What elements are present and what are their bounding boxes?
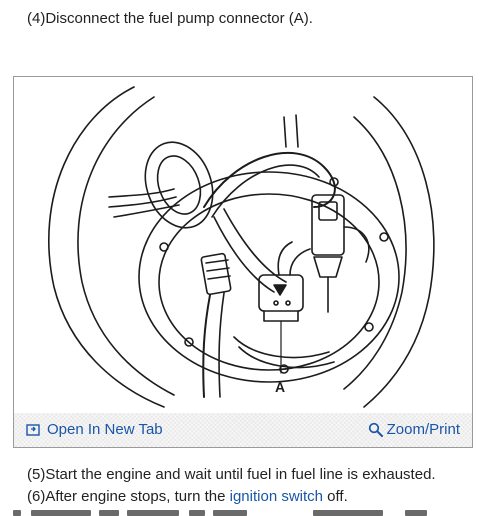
right-housing-arc [363, 96, 435, 408]
right-housing-arc-2 [343, 116, 407, 390]
cut-off-next-line [13, 510, 433, 516]
step-5-text: (5)Start the engine and wait until fuel … [27, 466, 436, 483]
fuel-pump-illustration: A [48, 86, 435, 408]
figure-container: A Open In New Tab Zoom/Print [13, 76, 473, 448]
outer-housing-arc [48, 86, 165, 408]
fuel-hose [203, 151, 336, 208]
open-in-new-tab-button[interactable]: Open In New Tab [26, 421, 163, 438]
fuel-pump-connector-a [258, 274, 304, 322]
step-6-text: (6)After engine stops, turn the ignition… [27, 487, 348, 507]
open-in-new-tab-label: Open In New Tab [47, 421, 163, 438]
step-4-text: (4)Disconnect the fuel pump connector (A… [27, 10, 313, 27]
right-connector [311, 194, 345, 256]
zoom-print-button[interactable]: Zoom/Print [368, 421, 460, 438]
magnifier-icon [368, 422, 384, 438]
ignition-switch-link[interactable]: ignition switch [229, 488, 324, 505]
open-new-tab-icon [26, 423, 41, 437]
pump-flange-ring [138, 171, 400, 383]
step-6-suffix: off. [323, 488, 348, 505]
step-6-prefix: (6)After engine stops, turn the [27, 488, 230, 505]
figure-toolbar: Open In New Tab Zoom/Print [14, 413, 472, 447]
pump-flange-inner [158, 193, 380, 371]
outer-housing-arc-inner [77, 96, 175, 396]
grommet-outer [144, 141, 214, 229]
callout-label-a: A [275, 379, 285, 395]
zoom-print-label: Zoom/Print [386, 421, 460, 438]
left-line-connector [200, 252, 232, 296]
